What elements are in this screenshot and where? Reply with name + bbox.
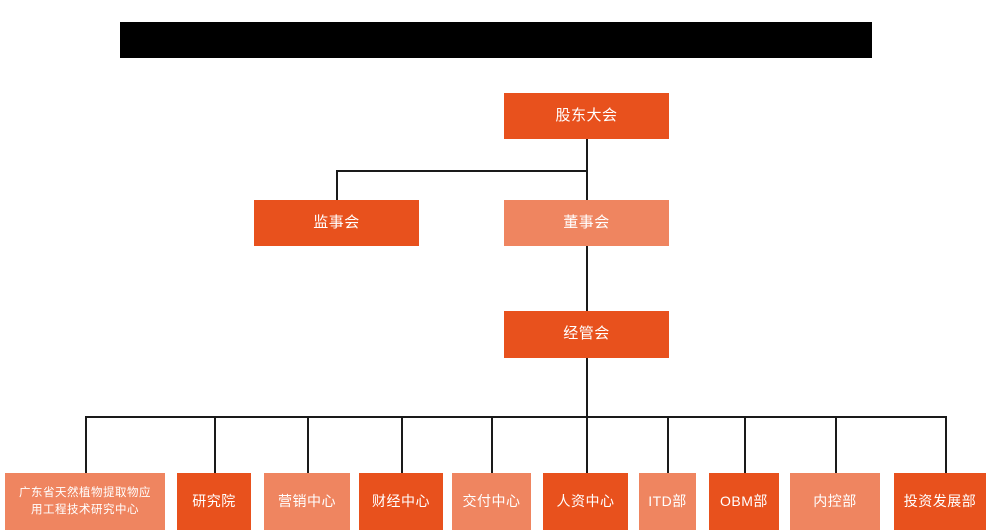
node-internal-control-dept-label: 内控部 bbox=[813, 492, 857, 509]
node-delivery-center-label: 交付中心 bbox=[462, 492, 521, 509]
node-delivery-center[interactable]: 交付中心 bbox=[452, 473, 531, 530]
connector-drop-internal-control-dept bbox=[835, 416, 837, 473]
node-gd-research-center[interactable]: 广东省天然植物提取物应 用工程技术研究中心 bbox=[5, 473, 165, 530]
node-board-of-directors[interactable]: 董事会 bbox=[504, 200, 669, 246]
redacted-title-bar bbox=[120, 22, 872, 58]
node-finance-center-label: 财经中心 bbox=[372, 492, 430, 509]
connector-level2-bus bbox=[336, 170, 588, 172]
node-management-committee[interactable]: 经管会 bbox=[504, 311, 669, 358]
connector-shareholders-down bbox=[586, 139, 588, 171]
connector-drop-marketing-center bbox=[307, 416, 309, 473]
node-investment-development-dept-label: 投资发展部 bbox=[903, 492, 977, 509]
node-itd-dept-label: ITD部 bbox=[648, 492, 687, 509]
connector-drop-obm-dept bbox=[744, 416, 746, 473]
node-obm-dept[interactable]: OBM部 bbox=[709, 473, 779, 530]
node-obm-dept-label: OBM部 bbox=[720, 492, 768, 509]
connector-board-down bbox=[586, 170, 588, 200]
node-marketing-center[interactable]: 营销中心 bbox=[264, 473, 350, 530]
connector-drop-itd-dept bbox=[667, 416, 669, 473]
node-research-institute-label: 研究院 bbox=[192, 492, 236, 509]
connector-departments-bus bbox=[85, 416, 945, 418]
connector-drop-finance-center bbox=[401, 416, 403, 473]
connector-drop-investment-development-dept bbox=[945, 416, 947, 473]
node-supervisory-board-label: 监事会 bbox=[313, 213, 360, 231]
connector-supervisory-down bbox=[336, 170, 338, 200]
connector-drop-delivery-center bbox=[491, 416, 493, 473]
connector-drop-gd-research-center bbox=[85, 416, 87, 473]
node-research-institute[interactable]: 研究院 bbox=[177, 473, 251, 530]
node-board-of-directors-label: 董事会 bbox=[563, 213, 610, 231]
connector-management-down bbox=[586, 358, 588, 473]
node-hr-center[interactable]: 人资中心 bbox=[543, 473, 628, 530]
node-supervisory-board[interactable]: 监事会 bbox=[254, 200, 419, 246]
node-hr-center-label: 人资中心 bbox=[556, 492, 615, 509]
node-finance-center[interactable]: 财经中心 bbox=[359, 473, 443, 530]
node-internal-control-dept[interactable]: 内控部 bbox=[790, 473, 880, 530]
node-investment-development-dept[interactable]: 投资发展部 bbox=[894, 473, 986, 530]
connector-drop-hr-center bbox=[586, 416, 588, 473]
connector-board-to-management bbox=[586, 240, 588, 311]
connector-drop-research-institute bbox=[214, 416, 216, 473]
node-itd-dept[interactable]: ITD部 bbox=[639, 473, 696, 530]
node-gd-research-center-label: 广东省天然植物提取物应 用工程技术研究中心 bbox=[19, 486, 151, 516]
node-management-committee-label: 经管会 bbox=[563, 325, 610, 343]
node-shareholders-label: 股东大会 bbox=[555, 106, 618, 124]
node-marketing-center-label: 营销中心 bbox=[278, 492, 336, 509]
node-shareholders[interactable]: 股东大会 bbox=[504, 93, 669, 139]
